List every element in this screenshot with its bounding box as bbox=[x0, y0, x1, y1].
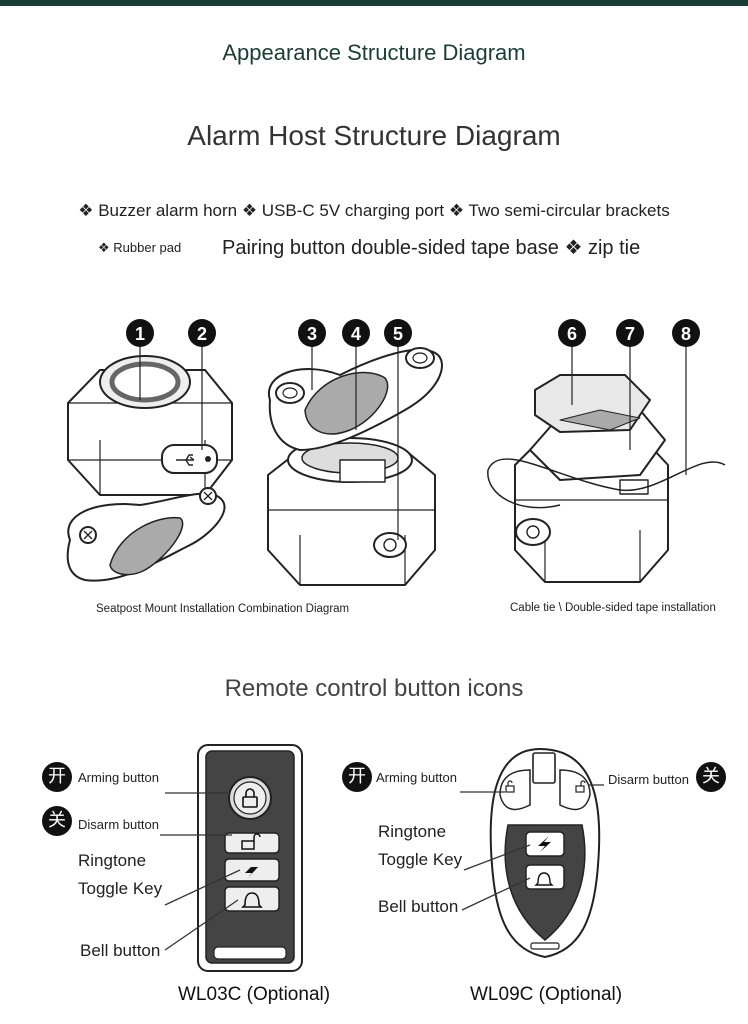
marker-1-label: 1 bbox=[135, 324, 145, 344]
right-bell-label: Bell button bbox=[378, 897, 459, 916]
part-markers: 1 2 3 4 5 6 7 8 bbox=[126, 319, 700, 540]
right-arming-label: Arming button bbox=[376, 770, 457, 785]
marker-4-label: 4 bbox=[351, 324, 361, 344]
marker-4: 4 bbox=[342, 319, 370, 347]
host-section-title: Alarm Host Structure Diagram bbox=[187, 120, 561, 151]
marker-1: 1 bbox=[126, 319, 154, 347]
model-wl09c: WL09C (Optional) bbox=[470, 984, 623, 1005]
marker-2: 2 bbox=[188, 319, 216, 347]
marker-7: 7 bbox=[616, 319, 644, 347]
page-title: Appearance Structure Diagram bbox=[222, 40, 526, 65]
marker-7-label: 7 bbox=[625, 324, 635, 344]
remote-wl03c-drawing bbox=[160, 744, 303, 972]
host-diagram bbox=[66, 347, 726, 586]
marker-5-label: 5 bbox=[393, 324, 403, 344]
tape-unit-drawing bbox=[487, 374, 726, 583]
remote-wl09c-drawing bbox=[460, 747, 604, 959]
marker-3-label: 3 bbox=[307, 324, 317, 344]
right-ringtone-line-2: Toggle Key bbox=[378, 850, 463, 869]
parts-list-rubber-pad: ❖ Rubber pad bbox=[98, 240, 182, 255]
caption-seatpost: Seatpost Mount Installation Combination … bbox=[96, 603, 350, 615]
model-wl03c: WL03C (Optional) bbox=[178, 984, 331, 1005]
left-on-badge: 开 bbox=[42, 762, 72, 792]
right-off-badge: 关 bbox=[696, 762, 726, 792]
left-arming-label: Arming button bbox=[78, 770, 159, 785]
parts-list-line-1: ❖ Buzzer alarm horn ❖ USB-C 5V charging … bbox=[78, 201, 670, 220]
marker-3: 3 bbox=[298, 319, 326, 347]
caption-tape: Cable tie \ Double-sided tape installati… bbox=[510, 602, 716, 614]
left-ringtone-line-2: Toggle Key bbox=[78, 879, 163, 898]
left-disarm-label: Disarm button bbox=[78, 817, 159, 832]
seatpost-unit-drawing bbox=[66, 355, 233, 582]
parts-list-line-2: Pairing button double-sided tape base ❖ … bbox=[222, 237, 641, 259]
marker-2-label: 2 bbox=[197, 324, 207, 344]
marker-6-label: 6 bbox=[567, 324, 577, 344]
right-ringtone-line-1: Ringtone bbox=[378, 822, 447, 841]
marker-5: 5 bbox=[384, 319, 412, 347]
left-bell-label: Bell button bbox=[80, 941, 161, 960]
right-on-badge: 开 bbox=[342, 762, 372, 792]
header-bar bbox=[0, 0, 748, 6]
remote-section-title: Remote control button icons bbox=[224, 675, 524, 702]
marker-8-label: 8 bbox=[681, 324, 691, 344]
marker-8: 8 bbox=[672, 319, 700, 347]
right-disarm-label: Disarm button bbox=[608, 772, 689, 787]
left-off-badge: 关 bbox=[42, 806, 72, 836]
marker-6: 6 bbox=[558, 319, 586, 347]
left-ringtone-line-1: Ringtone bbox=[78, 851, 147, 870]
